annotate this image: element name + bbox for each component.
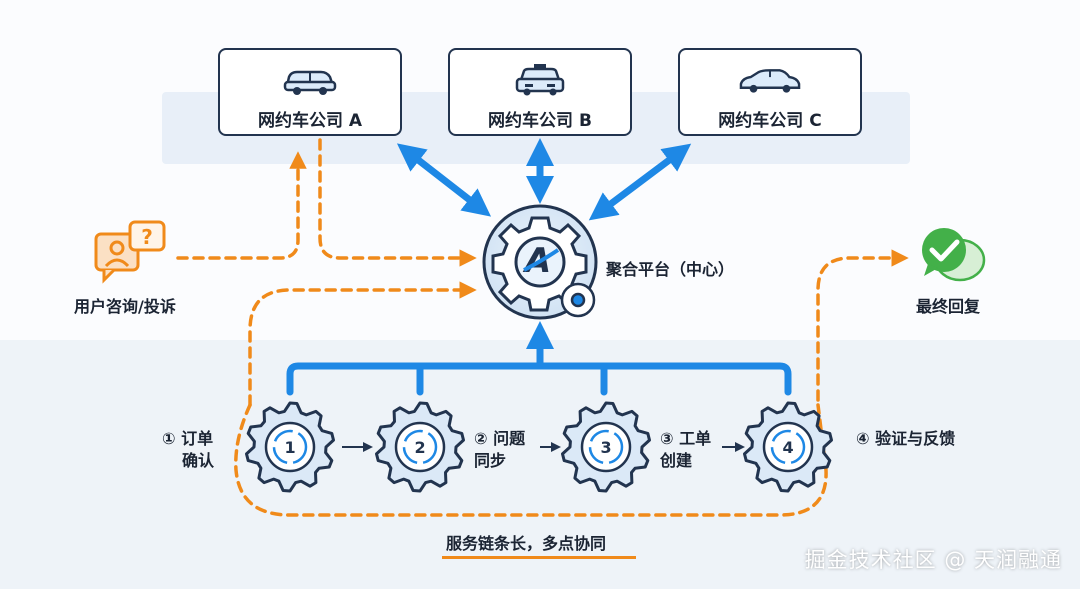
- svg-text:A: A: [522, 241, 551, 281]
- step-4-gear-icon: 4: [743, 401, 833, 493]
- center-platform-label: 聚合平台（中心）: [606, 260, 735, 279]
- user-to-company-a-arrow: [176, 151, 307, 260]
- step-2-number: 2: [414, 438, 425, 457]
- caption-underline: [442, 556, 636, 559]
- orange-dashed-flows: [176, 138, 909, 517]
- center-gear-icon: A: [482, 204, 598, 320]
- company-b-name: 网约车公司 B: [488, 111, 592, 131]
- company-c-card: 网约车公司 C: [678, 48, 862, 136]
- center-company-c-arrow: [588, 143, 692, 221]
- loop-return-arrow: [248, 281, 477, 407]
- service-chain-caption: 服务链条长，多点协同: [446, 534, 607, 553]
- step-2-gear-icon: 2: [375, 401, 465, 493]
- step-2-label-line1: ② 问题: [474, 429, 526, 448]
- company-a-to-center-arrow: [318, 138, 477, 267]
- step-2-cycle-ring: [402, 429, 438, 465]
- step-4-number: 4: [782, 438, 793, 457]
- step-3-cycle-ring: [588, 429, 624, 465]
- blue-flows: [286, 138, 792, 396]
- center-company-a-arrow: [396, 143, 492, 217]
- company-c-name: 网约车公司 C: [718, 111, 822, 131]
- check-chat-icon: [922, 228, 986, 282]
- sedan-icon: [739, 69, 801, 93]
- step-4-label: ④ 验证与反馈: [856, 429, 956, 448]
- watermark: 掘金技术社区 @ 天润融通: [804, 548, 1062, 572]
- step-3-gear-icon: 3: [561, 401, 651, 493]
- step-3-number: 3: [600, 438, 611, 457]
- final-reply-label: 最终回复: [916, 297, 981, 316]
- step-gears: 1 2 3 4: [245, 401, 833, 493]
- user-question-icon: ?: [94, 220, 166, 284]
- taxi-icon: [515, 64, 565, 96]
- step-1-label-line1: ① 订单: [162, 429, 214, 448]
- step-2-label-line2: 同步: [474, 451, 507, 470]
- step-1-cycle-ring: [272, 429, 308, 465]
- step-3-label-line2: 创建: [660, 451, 693, 470]
- long-chain-arrow: [234, 403, 828, 517]
- step-3-label-line1: ③ 工单: [660, 429, 712, 448]
- step-1-label-line2: 确认: [182, 451, 215, 470]
- step-1-label: ① 订单 确认: [162, 428, 214, 472]
- user-label: 用户咨询/投诉: [74, 297, 176, 316]
- step-1-number: 1: [284, 438, 295, 457]
- steps-to-center-bus: [286, 335, 792, 396]
- car-icon: [283, 70, 337, 95]
- step-1-gear-icon: 1: [245, 401, 335, 493]
- svg-text:?: ?: [141, 225, 153, 249]
- company-a-name: 网约车公司 A: [257, 111, 363, 131]
- step-4-cycle-ring: [770, 429, 806, 465]
- to-final-reply-arrow: [816, 249, 909, 402]
- company-b-card: 网约车公司 B: [448, 48, 632, 136]
- step-3-label: ③ 工单 创建: [660, 428, 711, 472]
- company-a-card: 网约车公司 A: [218, 48, 402, 136]
- lower-background: [0, 340, 1080, 589]
- step-2-label: ② 问题 同步: [474, 428, 525, 472]
